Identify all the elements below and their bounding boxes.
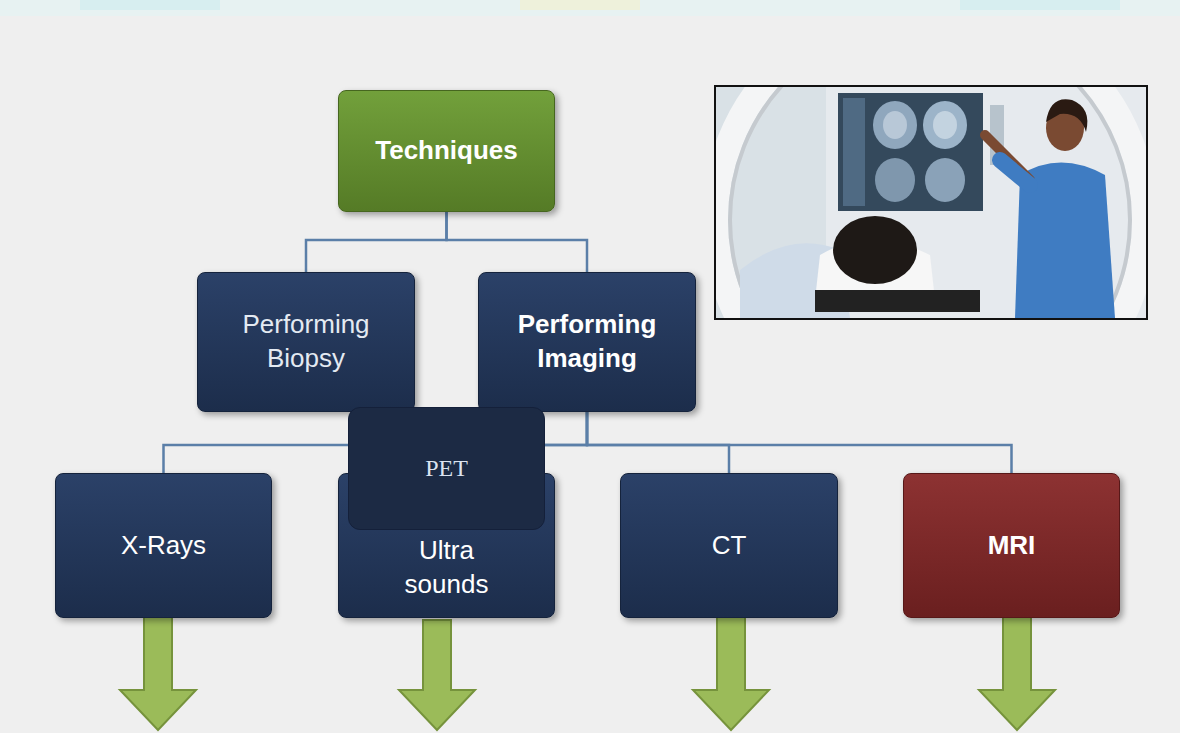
box-label: Performing Biopsy [212, 308, 400, 376]
tree-connector [447, 212, 588, 272]
brain-scan [875, 158, 915, 202]
overlay-box: PET [348, 407, 545, 530]
down-arrows [120, 600, 1055, 730]
brain-detail [933, 111, 957, 139]
scanner-bore [716, 87, 1145, 318]
box-label: Ultra sounds [387, 534, 507, 602]
box-label: PET [425, 453, 468, 484]
scanner-table [815, 290, 980, 312]
box-label: MRI [988, 529, 1036, 563]
box-label: X-Rays [121, 529, 206, 563]
watermark-band [0, 0, 1180, 16]
down-arrow [399, 620, 475, 730]
watermark-mark [80, 0, 220, 10]
box-label: CT [712, 529, 747, 563]
down-arrow [693, 600, 769, 730]
brain-scan [925, 158, 965, 202]
nurse-hair [1046, 99, 1087, 132]
method-box: Performing Imaging [478, 272, 696, 412]
watermark-mark [520, 0, 640, 10]
category-box: Techniques [338, 90, 555, 212]
box-label: Performing Imaging [493, 308, 681, 376]
scanner-bore-edge [730, 87, 1130, 318]
scan-lightbox [838, 93, 983, 211]
photo-wall [716, 87, 1146, 318]
patient-head [833, 216, 917, 284]
mri-photo [714, 5, 1148, 435]
brain-scan [873, 101, 917, 149]
down-arrow [979, 600, 1055, 730]
down-arrow [120, 600, 196, 730]
photo-frame [714, 85, 1148, 320]
method-box: Performing Biopsy [197, 272, 415, 412]
brain-detail [883, 111, 907, 139]
tree-connector [587, 412, 729, 473]
scan-panel [843, 98, 865, 206]
tree-connector [306, 212, 447, 272]
highlight-box: MRI [903, 473, 1120, 618]
box-label: Techniques [375, 134, 518, 168]
imaging-box: X-Rays [55, 473, 272, 618]
brain-scan [923, 101, 967, 149]
tree-connector [587, 412, 1012, 473]
imaging-box: CT [620, 473, 838, 618]
nurse-sleeve [1000, 160, 1030, 185]
watermark-mark [960, 0, 1120, 10]
